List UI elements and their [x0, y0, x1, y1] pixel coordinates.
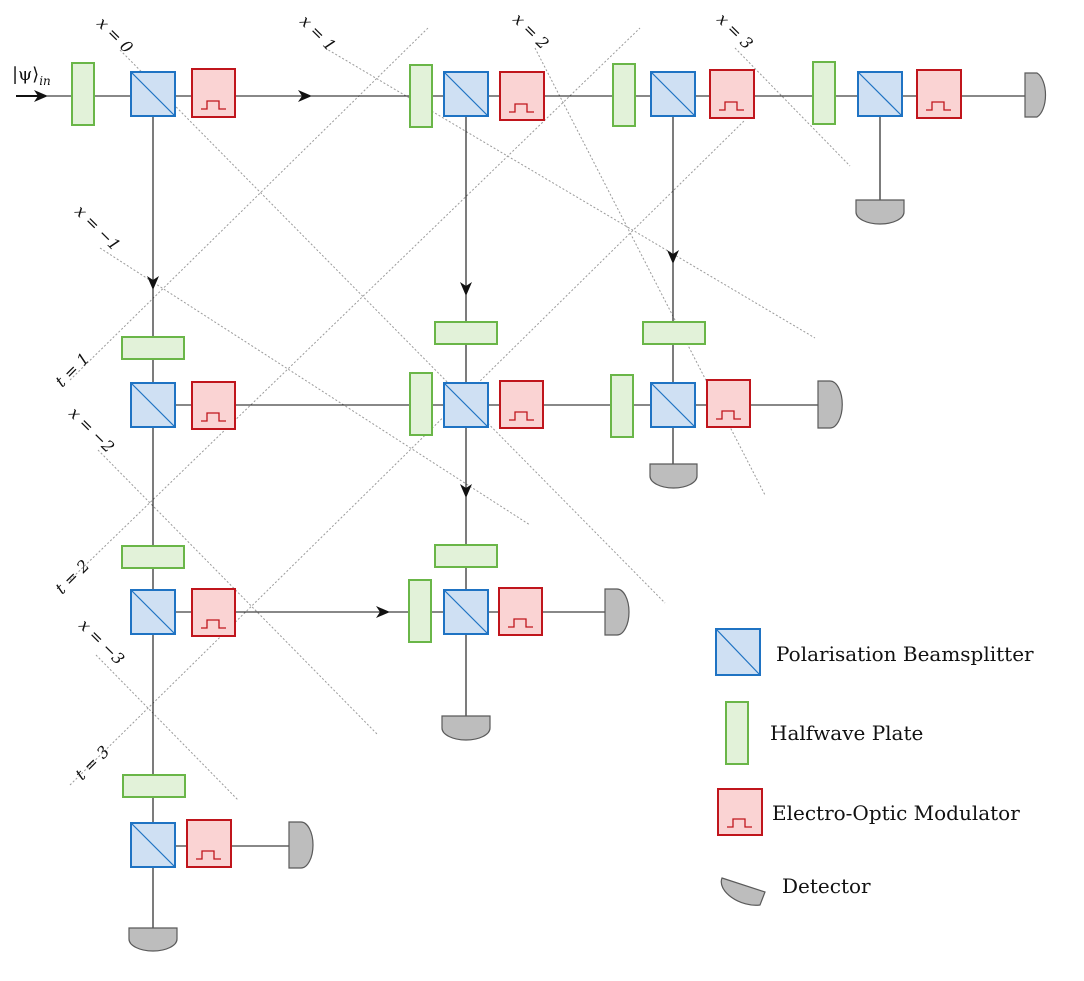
beamsplitter-icon: [130, 589, 176, 635]
position-label-x0: x = 0: [93, 13, 137, 57]
detector-icon: [604, 588, 630, 636]
beamsplitter-icon: [130, 382, 176, 428]
guide-line: [69, 27, 429, 381]
legend: Polarisation Beamsplitter Halfwave Plate…: [715, 628, 1034, 906]
beamsplitter-icon: [715, 628, 761, 676]
eom-icon: [191, 588, 236, 637]
eom-icon: [706, 379, 751, 428]
halfwave-plate-icon: [434, 544, 498, 568]
beamsplitters: [130, 71, 903, 868]
halfwave-plate-icon: [408, 579, 432, 643]
legend-beamsplitter-label: Polarisation Beamsplitter: [776, 642, 1034, 666]
eom-icon: [186, 819, 232, 868]
beamsplitter-icon: [130, 822, 176, 868]
eom-icon: [916, 69, 962, 119]
halfwave-plate-icon: [409, 372, 433, 436]
guide-line: [97, 449, 379, 736]
guide-line: [69, 119, 746, 786]
position-label-x3: x = 3: [713, 9, 757, 53]
eoms: [186, 68, 962, 868]
guide-line: [119, 49, 666, 604]
detector-icon: [1024, 72, 1047, 118]
detector-icon: [128, 927, 178, 952]
arrow-icon: [376, 606, 390, 618]
halfwave-plate-icon: [434, 321, 498, 345]
halfwave-plate-icon: [71, 62, 95, 126]
detector-icon: [720, 877, 766, 906]
legend-detector-label: Detector: [782, 874, 871, 898]
position-label-x1: x = 1: [296, 11, 340, 55]
guide-line: [734, 47, 851, 167]
beamsplitter-icon: [857, 71, 903, 117]
position-label-x2: x = 2: [509, 9, 553, 53]
halfwave-plate-icon: [121, 545, 185, 569]
eom-icon: [499, 380, 544, 429]
detectors: [128, 72, 1047, 952]
time-label-t1: t = 1: [51, 349, 93, 391]
arrow-icon: [460, 484, 472, 498]
position-label-xm1: x = −1: [71, 201, 124, 254]
detector-icon: [441, 715, 491, 741]
arrow-icon: [34, 90, 48, 102]
beamsplitter-icon: [443, 71, 489, 117]
input-state-label: |ψ⟩in: [12, 64, 51, 88]
position-label-xm2: x = −2: [65, 403, 118, 456]
eom-icon: [191, 381, 236, 430]
eom-icon: [498, 587, 543, 636]
detector-icon: [855, 199, 905, 225]
halfwave-plate-icon: [409, 64, 433, 128]
arrow-icon: [460, 282, 472, 296]
beamsplitter-icon: [650, 71, 696, 117]
beamsplitter-icon: [443, 382, 489, 428]
beamsplitter-icon: [650, 382, 696, 428]
arrow-icon: [298, 90, 312, 102]
halfwave-plate-icon: [725, 701, 749, 765]
time-label-t2: t = 2: [51, 556, 93, 598]
eom-icon: [709, 69, 755, 119]
detector-icon: [649, 463, 698, 489]
halfwave-plates: [71, 61, 836, 798]
eom-icon: [717, 788, 763, 836]
halfwave-plate-icon: [812, 61, 836, 125]
guide-line: [324, 47, 816, 339]
guide-line: [99, 247, 531, 526]
arrow-icon: [667, 250, 679, 264]
halfwave-plate-icon: [610, 374, 634, 438]
guide-line: [95, 654, 239, 801]
beamsplitter-icon: [443, 589, 489, 635]
halfwave-plate-icon: [642, 321, 706, 345]
halfwave-plate-icon: [612, 63, 636, 127]
arrow-icon: [147, 276, 159, 290]
legend-eom-label: Electro-Optic Modulator: [772, 801, 1020, 825]
beamsplitter-icon: [130, 71, 176, 117]
detector-icon: [288, 821, 314, 869]
detector-icon: [817, 380, 843, 429]
eom-icon: [499, 71, 545, 121]
direction-arrows: [16, 90, 679, 618]
eom-icon: [191, 68, 236, 118]
legend-halfwave-label: Halfwave Plate: [770, 721, 923, 745]
halfwave-plate-icon: [121, 336, 185, 360]
halfwave-plate-icon: [122, 774, 186, 798]
